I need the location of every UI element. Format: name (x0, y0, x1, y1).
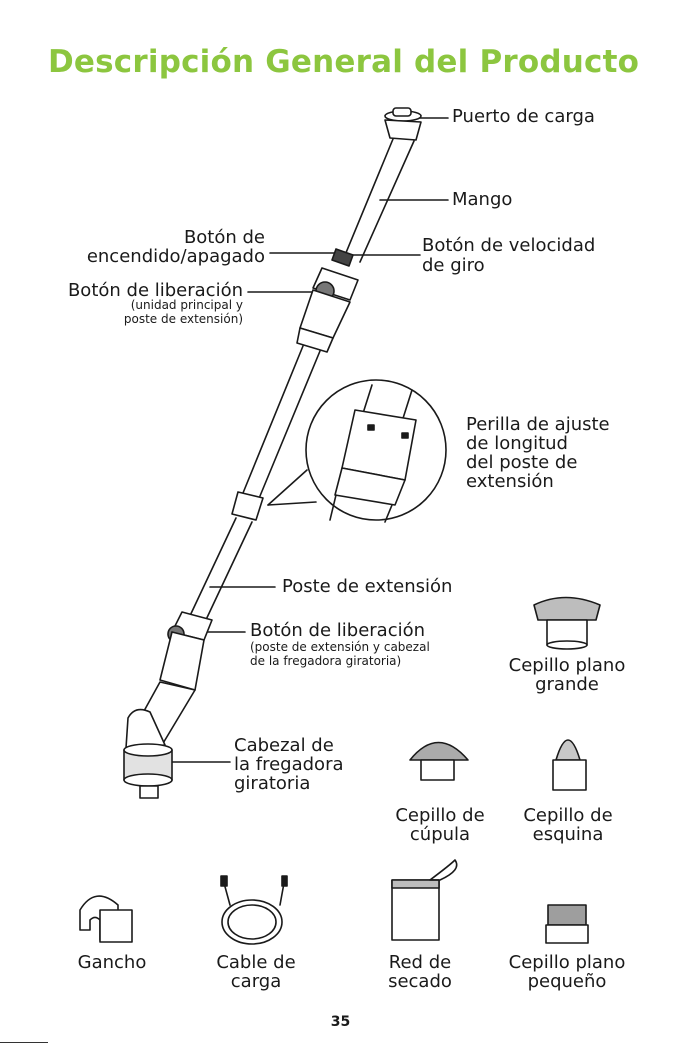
dome-brush (410, 743, 468, 781)
label-length-knob-line3: del poste de (466, 453, 577, 473)
drying-net (392, 860, 457, 940)
label-release-button-top-note2: poste de extensión) (124, 312, 243, 326)
corner-brush (553, 740, 586, 790)
label-scrubber-head-line1: Cabezal de (234, 736, 334, 756)
large-flat-brush (534, 598, 600, 650)
label-release-button-bottom-note2: de la fregadora giratoria) (250, 654, 401, 668)
small-flat-brush (546, 905, 588, 943)
label-extension-pole: Poste de extensión (282, 577, 452, 597)
label-large-flat-brush-line1: Cepillo plano (494, 656, 640, 676)
label-small-flat-brush-line1: Cepillo plano (494, 953, 640, 973)
label-release-button-bottom: Botón de liberación (250, 621, 425, 641)
label-power-button-line2: encendido/apagado (87, 247, 265, 267)
label-release-button-bottom-note1: (poste de extensión y cabezal (250, 640, 430, 654)
label-corner-brush-line1: Cepillo de (508, 806, 628, 826)
label-handle: Mango (452, 190, 512, 210)
label-power-button-line1: Botón de (184, 228, 265, 248)
label-speed-button-line1: Botón de velocidad (422, 236, 595, 256)
label-cable-line1: Cable de (196, 953, 316, 973)
label-large-flat-brush-line2: grande (494, 675, 640, 695)
charging-cable (221, 876, 287, 944)
scrubber-head (124, 682, 195, 798)
label-charging-port: Puerto de carga (452, 107, 595, 127)
label-length-knob-line1: Perilla de ajuste (466, 415, 610, 435)
footer-rule (0, 1042, 48, 1043)
label-dome-brush-line1: Cepillo de (380, 806, 500, 826)
page-number: 35 (0, 1014, 681, 1030)
label-small-flat-brush-line2: pequeño (494, 972, 640, 992)
label-speed-button-line2: de giro (422, 256, 485, 276)
label-length-knob-line4: extensión (466, 472, 554, 492)
label-release-button-top-note1: (unidad principal y (131, 298, 243, 312)
label-cable-line2: carga (196, 972, 316, 992)
label-scrubber-head-line3: giratoria (234, 774, 310, 794)
hook (80, 896, 132, 942)
label-hook: Gancho (52, 953, 172, 973)
label-net-line2: secado (360, 972, 480, 992)
label-net-line1: Red de (360, 953, 480, 973)
label-corner-brush-line2: esquina (508, 825, 628, 845)
label-scrubber-head-line2: la fregadora (234, 755, 344, 775)
label-dome-brush-line2: cúpula (380, 825, 500, 845)
label-length-knob-line2: de longitud (466, 434, 568, 454)
main-handle (297, 108, 421, 352)
